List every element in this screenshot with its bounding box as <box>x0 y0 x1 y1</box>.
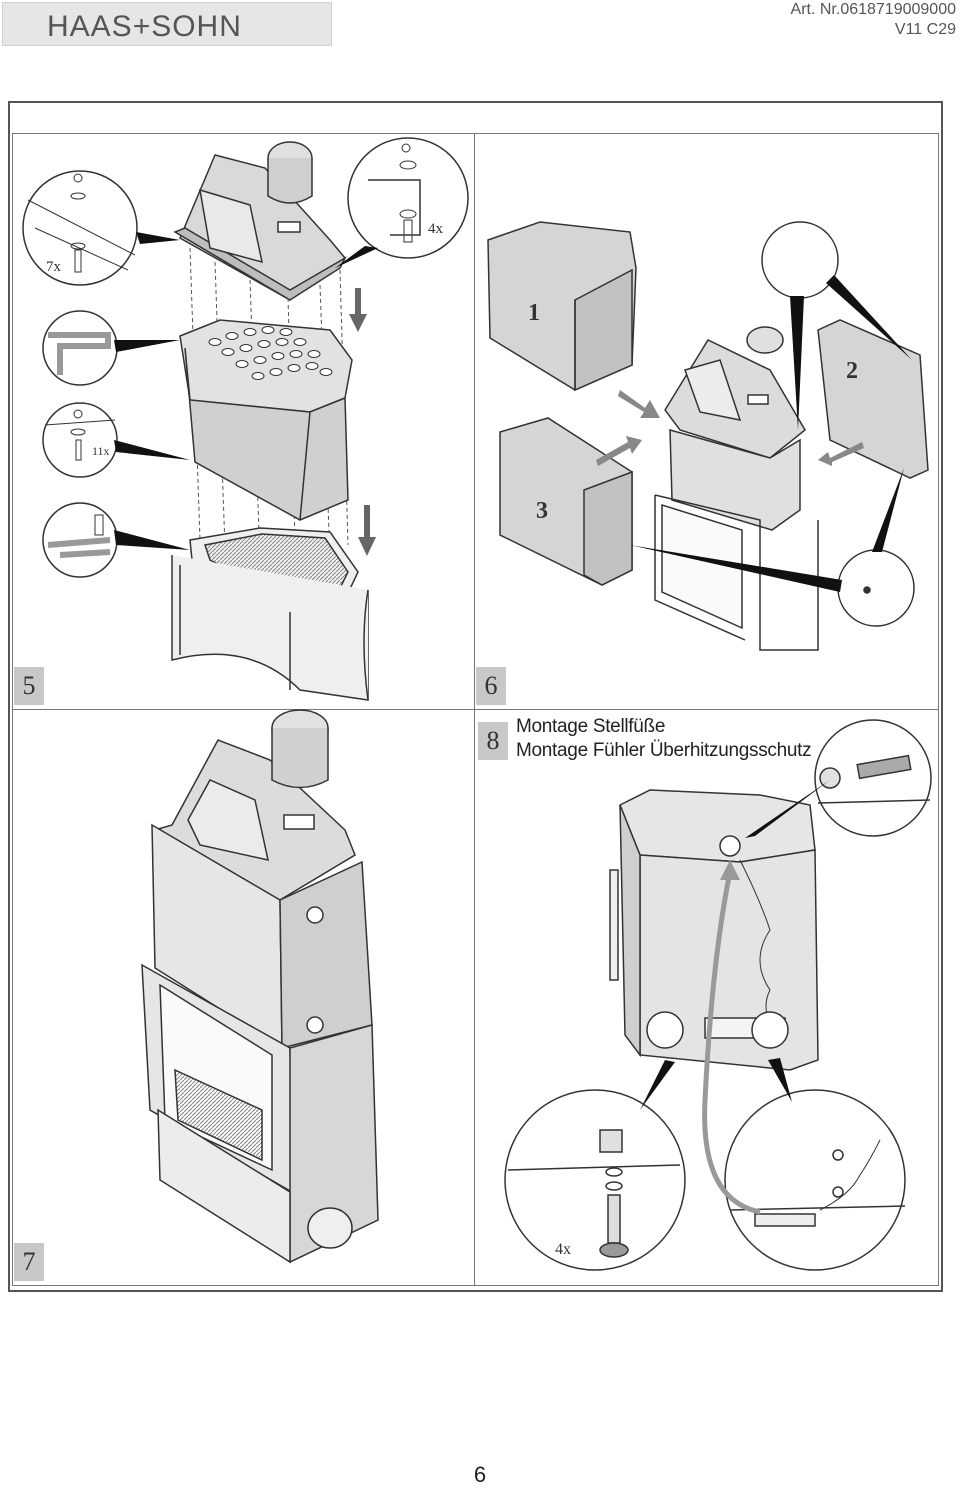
step-number-7: 7 <box>14 1243 44 1281</box>
svg-text:HAAS+SOHN: HAAS+SOHN <box>47 10 242 43</box>
callout-4x: 4x <box>428 221 444 237</box>
callout-7x: 7x <box>46 259 62 275</box>
illustration-frame <box>8 101 943 1292</box>
step7-drawing <box>141 709 379 1264</box>
step5-drawing <box>22 137 469 701</box>
panel-part-2 <box>817 319 929 479</box>
step-number-8: 8 <box>478 722 508 760</box>
article-info: Art. Nr.0618719009000 V11 C29 <box>791 0 956 40</box>
part-label-1: 1 <box>528 300 540 326</box>
part-label-3: 3 <box>536 498 548 524</box>
page-number: 6 <box>473 1462 487 1487</box>
step8-caption-line1: Montage Stellfüße <box>516 716 666 737</box>
article-number: Art. Nr.0618719009000 <box>790 1 956 18</box>
hood-top <box>173 141 347 301</box>
part-label-2: 2 <box>846 358 858 384</box>
version-code: V11 C29 <box>894 21 956 38</box>
brand-logo-mark: HAAS+SOHN <box>47 10 242 43</box>
grid-divider-horizontal <box>12 709 939 710</box>
exchanger-box <box>179 319 353 521</box>
firebox-lower <box>171 527 369 701</box>
step-number-5: 5 <box>14 667 44 705</box>
step-number-6: 6 <box>476 667 506 705</box>
brand-logo: HAAS+SOHN <box>2 2 332 46</box>
step8-caption-line2: Montage Fühler Überhitzungsschutz <box>516 740 812 761</box>
step8-drawing <box>504 719 932 1271</box>
callout-feet-4x: 4x <box>555 1241 571 1258</box>
callout-11x: 11x <box>92 444 110 458</box>
step6-drawing <box>487 221 929 651</box>
